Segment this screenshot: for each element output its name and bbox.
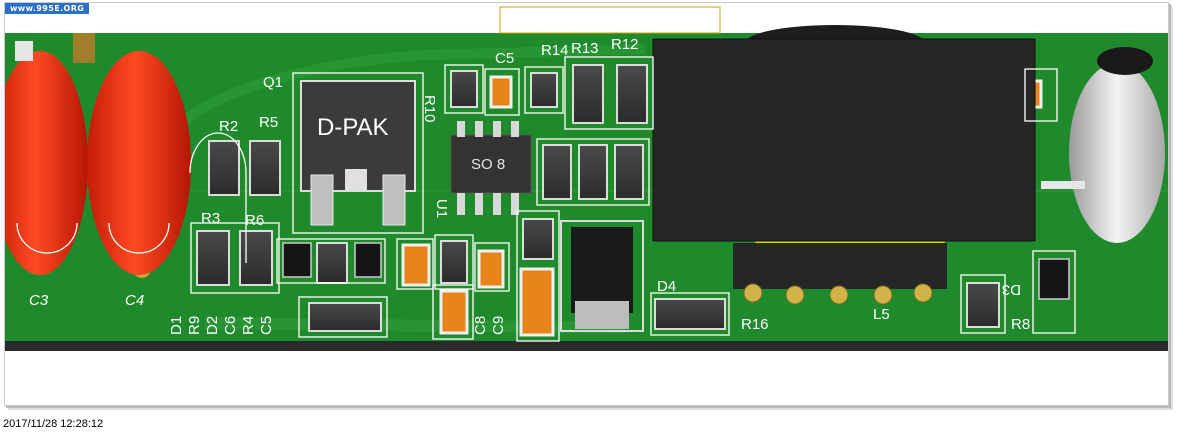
label-r9: R9 — [186, 316, 203, 335]
resistor-r5 — [249, 140, 281, 196]
label-r12: R12 — [611, 36, 639, 53]
label-r14: R14 — [541, 42, 569, 59]
label-l5: L5 — [873, 306, 890, 323]
label-r6: R6 — [245, 212, 264, 229]
resistor-r6 — [239, 230, 273, 286]
capacitor-c3 — [5, 51, 88, 275]
label-c6: C6 — [222, 316, 239, 335]
3d-pcb-viewport[interactable]: www.995E.ORG — [4, 2, 1169, 406]
label-so8: SO 8 — [471, 156, 505, 173]
inductor-coil — [1041, 47, 1165, 243]
pcb-edge — [5, 341, 1168, 351]
watermark-badge: www.995E.ORG — [5, 3, 90, 14]
label-dpak: D-PAK — [317, 114, 389, 141]
label-c9: C9 — [490, 316, 507, 335]
resistor-r2 — [208, 140, 240, 196]
label-c5-top: C5 — [495, 50, 514, 67]
label-c8: C8 — [472, 316, 489, 335]
label-d4: D4 — [657, 278, 676, 295]
label-c4: C4 — [125, 292, 144, 309]
label-r3: R3 — [201, 210, 220, 227]
label-r16: R16 — [741, 316, 769, 333]
pcb-scene[interactable]: Q1 D-PAK R10 R2 R5 R3 R6 SO 8 U1 C3 C4 D… — [5, 3, 1168, 405]
label-r2: R2 — [219, 118, 238, 135]
timestamp-text: 2017/11/28 12:28:12 — [3, 418, 104, 430]
capacitor-c4 — [87, 51, 191, 279]
transformer-l5 — [652, 25, 1036, 305]
label-d1: D1 — [168, 316, 185, 335]
label-r13: R13 — [571, 40, 599, 57]
label-d3: D3 — [1002, 281, 1021, 298]
label-r4: R4 — [240, 316, 257, 335]
so8-ic — [450, 121, 532, 215]
label-c5: C5 — [258, 316, 275, 335]
label-q1: Q1 — [263, 74, 283, 91]
label-u1: U1 — [433, 199, 450, 218]
label-r10: R10 — [421, 95, 438, 123]
label-d2: D2 — [204, 316, 221, 335]
label-r8: R8 — [1011, 316, 1030, 333]
dpak-package — [300, 80, 416, 226]
label-c3: C3 — [29, 292, 49, 309]
resistor-r3 — [196, 230, 230, 286]
smb-diode — [560, 220, 644, 332]
label-r5: R5 — [259, 114, 278, 131]
